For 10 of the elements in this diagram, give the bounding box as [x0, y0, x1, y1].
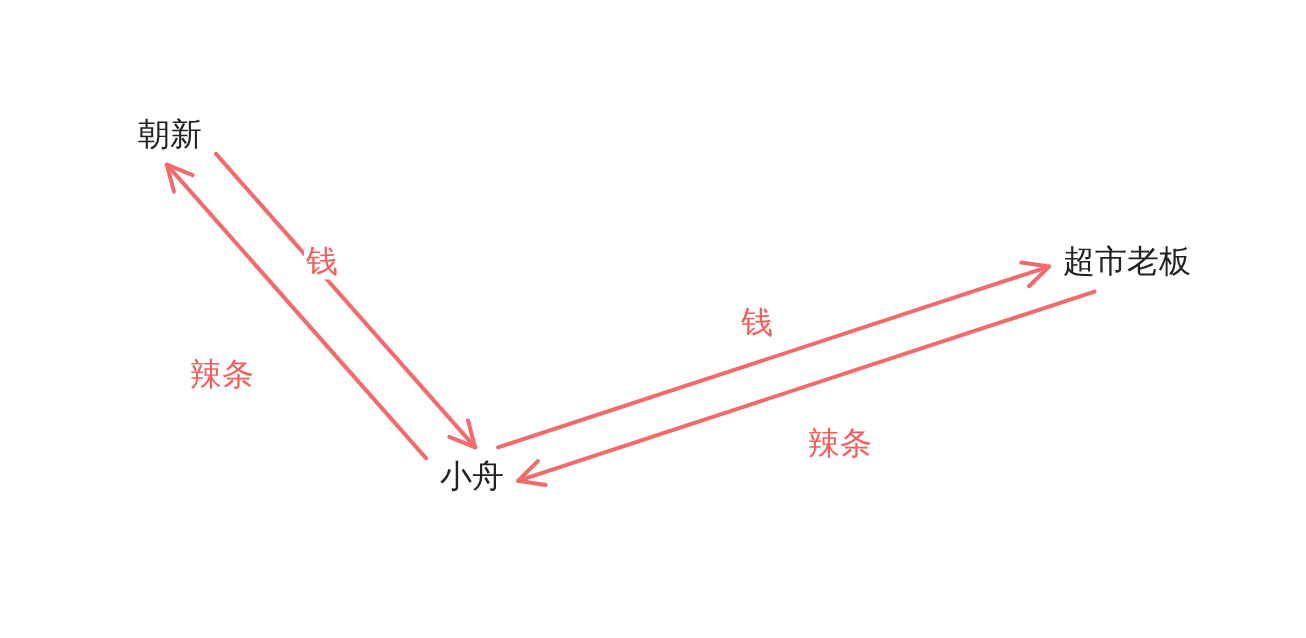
edge-label: 辣条	[188, 357, 256, 393]
node-text: 朝新	[138, 115, 202, 154]
arrow	[496, 260, 1051, 450]
node-text: 小舟	[440, 457, 504, 496]
arrow	[516, 289, 1097, 487]
edge-label: 钱	[304, 244, 340, 280]
arrow	[214, 151, 478, 450]
edge-label: 辣条	[806, 426, 874, 462]
node-text: 超市老板	[1063, 242, 1191, 281]
arrow	[164, 162, 428, 461]
